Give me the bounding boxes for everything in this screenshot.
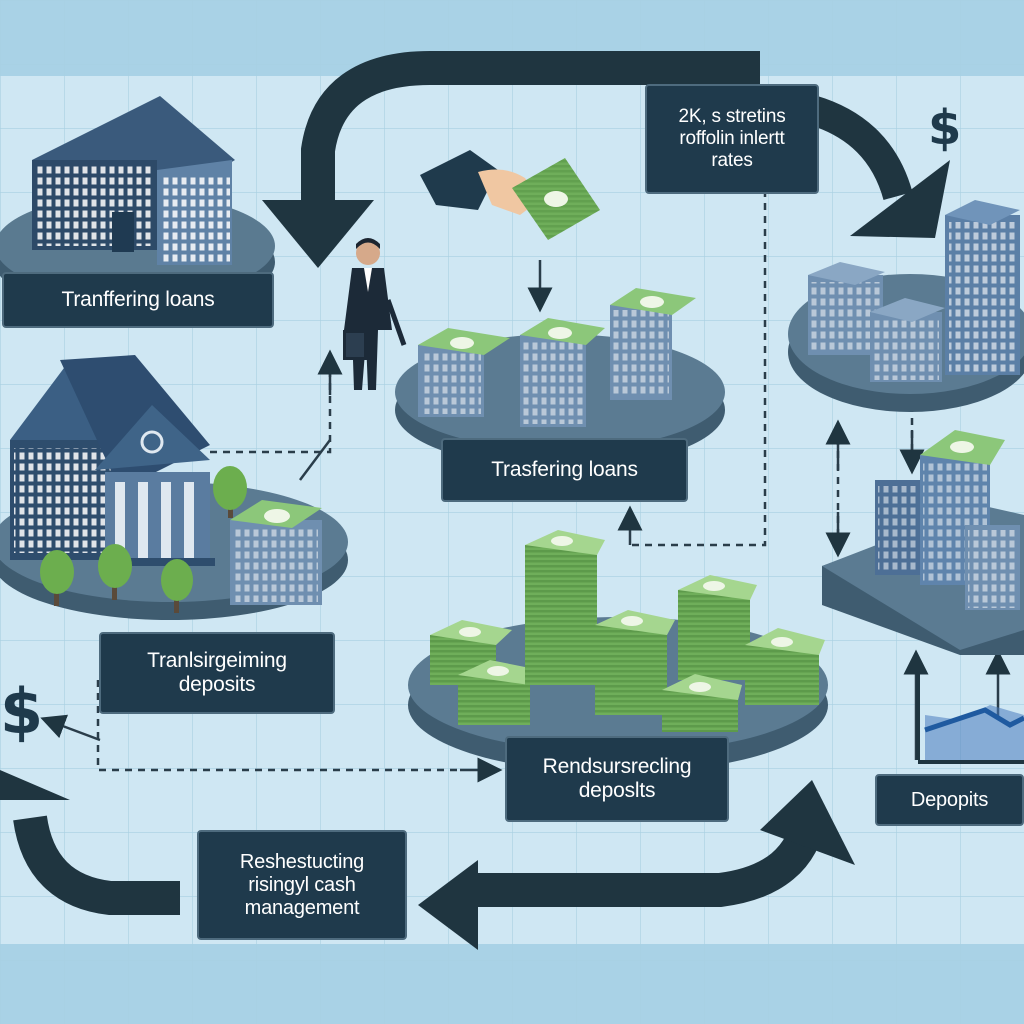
label-deposits-right: Depopits [875,774,1024,826]
top-right-arrowhead [850,160,950,238]
mini-line-chart [916,665,1024,764]
label-cash-management: Reshestucting risingyl cash management [197,830,407,940]
businessman [343,238,407,390]
cash-building-left [230,500,322,605]
bottom-left-curved-arrow [13,815,180,915]
right-middle-buildings [875,430,1020,610]
label-transferring-loans-center: Trasfering loans [441,438,688,502]
trees [40,466,247,613]
hand-with-money [420,150,600,240]
bottom-band-grid [0,944,1024,1024]
building-top-left [32,96,235,265]
bottom-left-arrowhead [0,770,70,800]
bottom-center-arrowhead [418,860,478,950]
center-buildings [418,288,696,427]
right-top-buildings [808,200,1020,382]
dollar-icon-right: $ [928,100,962,156]
label-transferring-loans-left: Tranffering loans [2,272,274,328]
top-right-curved-arrow [807,95,913,201]
label-rates-note: 2K, s stretins roffolin inlertt rates [645,84,819,194]
label-deposits-center: Rendsursrecling deposlts [505,736,729,822]
top-left-curved-arrow [301,51,760,200]
bank-building [10,355,215,566]
label-deposits-left: Tranlsirgeiming deposits [99,632,335,714]
top-left-arrowhead [262,200,374,268]
bottom-right-arrowhead [760,780,855,865]
cash-stacks [430,530,825,732]
dollar-icon-left: $ [0,675,44,748]
